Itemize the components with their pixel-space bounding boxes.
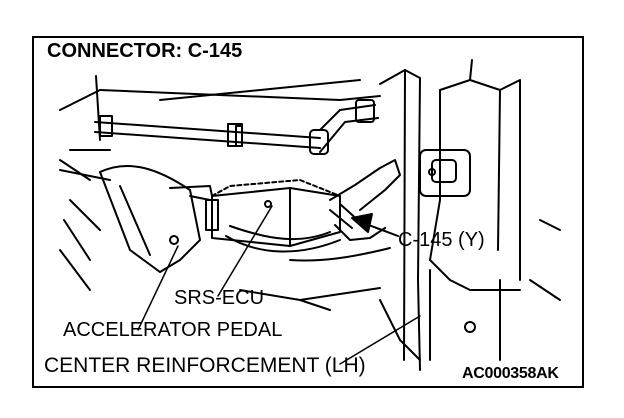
center-reinforcement-label: CENTER REINFORCEMENT (LH) bbox=[44, 354, 366, 377]
connector-label: C-145 (Y) bbox=[398, 229, 485, 251]
diagram-title: CONNECTOR: C-145 bbox=[47, 40, 243, 62]
accelerator-pedal-shape bbox=[59, 159, 201, 273]
srs-ecu-box bbox=[205, 179, 341, 247]
figure-code: AC000358AK bbox=[462, 365, 559, 382]
accelerator-pedal-label: ACCELERATOR PEDAL bbox=[63, 319, 283, 341]
connector-arrow bbox=[351, 213, 399, 237]
floor-lines bbox=[59, 249, 381, 311]
srs-ecu-label: SRS-ECU bbox=[174, 287, 265, 309]
steering-support-rod bbox=[94, 99, 379, 155]
diagram-frame bbox=[32, 36, 584, 388]
leader-lines bbox=[137, 205, 421, 365]
center-reinforcement-pillar bbox=[379, 59, 561, 371]
dash-structure-lines bbox=[59, 75, 381, 181]
